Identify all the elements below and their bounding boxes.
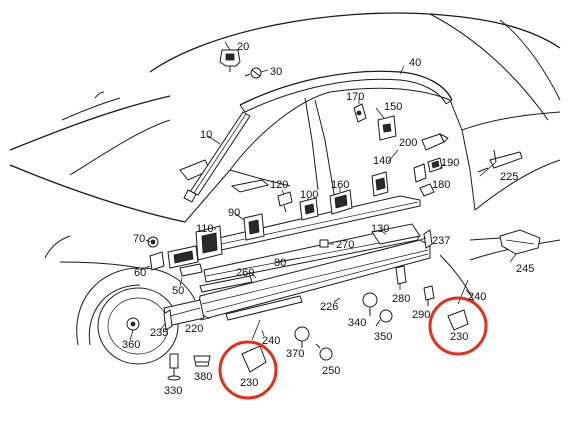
screw-30: [244, 67, 269, 79]
label-260: 260: [236, 267, 254, 279]
label-235: 235: [150, 327, 168, 339]
label-230-rear: 230: [450, 331, 468, 343]
label-110: 110: [196, 223, 214, 235]
label-280: 280: [392, 293, 410, 305]
label-200: 200: [399, 137, 417, 149]
a-pillar-molding-10: [183, 111, 251, 203]
jack-cover-230-rear: [447, 279, 469, 331]
label-230-front: 230: [240, 377, 258, 389]
label-120: 120: [270, 179, 288, 191]
clip-190: [427, 157, 443, 173]
label-237: 237: [432, 235, 450, 247]
clip-50: [167, 245, 203, 277]
clip-340: [362, 292, 378, 316]
trim-245: [469, 229, 541, 255]
label-160: 160: [331, 179, 349, 191]
leader-lines: [129, 41, 517, 341]
label-190: 190: [441, 157, 459, 169]
clip-280: [395, 265, 407, 290]
callout-labels: 20 30 40 10 170 150 200 140 190 180 120 …: [122, 41, 534, 397]
label-350: 350: [374, 331, 392, 343]
label-240-front: 240: [262, 335, 280, 347]
label-100: 100: [300, 189, 318, 201]
label-245: 245: [516, 263, 534, 275]
highlight-circle-230-rear: [428, 296, 488, 356]
clip-90: [243, 213, 265, 241]
screw-360: [126, 317, 140, 331]
jack-cover-230-front: [241, 319, 267, 373]
clip-200: [421, 132, 449, 151]
label-250: 250: [322, 365, 340, 377]
label-270: 270: [336, 239, 354, 251]
molding-260: [199, 275, 253, 293]
label-50: 50: [172, 285, 184, 297]
label-290: 290: [412, 309, 430, 321]
label-130: 130: [371, 223, 389, 235]
label-150: 150: [384, 101, 402, 113]
clip-170: [353, 98, 367, 123]
clip-235: [163, 309, 173, 331]
clip-110: [195, 225, 223, 261]
trim-strip: [225, 295, 303, 321]
clip-180: [413, 163, 435, 197]
label-226: 226: [320, 301, 338, 313]
label-330: 330: [164, 385, 182, 397]
screw-250: [315, 343, 333, 361]
label-80: 80: [274, 257, 286, 269]
label-225: 225: [500, 171, 518, 183]
label-10: 10: [200, 129, 212, 141]
roof-molding-40: [239, 70, 453, 113]
highlight-circle-230-front: [218, 340, 278, 400]
label-60: 60: [134, 267, 146, 279]
molding-130: [371, 223, 421, 245]
clip-20: [219, 49, 241, 72]
clip-100: [299, 197, 319, 221]
label-370: 370: [286, 348, 304, 360]
clip-380: [193, 355, 211, 367]
label-40: 40: [409, 57, 421, 69]
label-340: 340: [348, 317, 366, 329]
clip-370: [294, 326, 310, 348]
label-90: 90: [228, 207, 240, 219]
trim-225: [477, 149, 523, 173]
label-140: 140: [373, 155, 391, 167]
label-360: 360: [122, 339, 140, 351]
clip-120: [277, 191, 293, 213]
label-380: 380: [194, 371, 212, 383]
clip-160: [329, 189, 353, 215]
label-240-rear: 240: [468, 291, 486, 303]
clip-290: [423, 285, 435, 306]
label-20: 20: [237, 41, 249, 53]
clip-270: [319, 239, 329, 248]
label-170: 170: [346, 91, 364, 103]
clip-237: [423, 229, 433, 249]
label-220: 220: [185, 323, 203, 335]
clip-60: [149, 251, 165, 271]
clip-330: [167, 353, 181, 381]
clip-150: [377, 115, 397, 141]
clip-70: [147, 236, 159, 248]
label-70: 70: [133, 233, 145, 245]
screw-350: [375, 309, 393, 327]
clip-140: [371, 171, 389, 197]
label-180: 180: [432, 179, 450, 191]
label-30: 30: [270, 66, 282, 78]
